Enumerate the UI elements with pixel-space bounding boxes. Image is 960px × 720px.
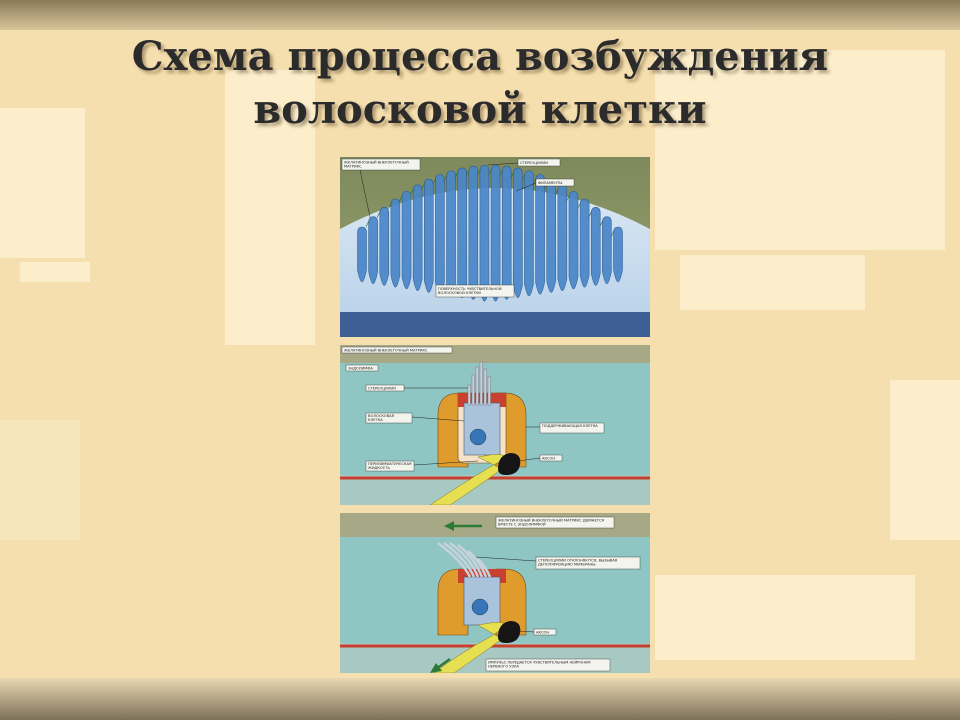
stereocilium xyxy=(513,167,523,298)
filament xyxy=(577,202,581,210)
label-stereocilia-callout: СТЕРЕОЦИЛИИ xyxy=(487,158,561,167)
axon-terminal xyxy=(498,621,521,643)
bg-patch xyxy=(655,50,945,250)
title-line-2: волосковой клетки xyxy=(253,86,707,133)
title-line-1: Схема процесса возбуждения xyxy=(131,33,829,80)
filament xyxy=(410,188,414,195)
filament xyxy=(421,183,426,190)
filament xyxy=(499,169,503,177)
stereocilium xyxy=(602,216,612,285)
filament xyxy=(432,178,437,185)
filament xyxy=(454,171,459,179)
stereocilium xyxy=(501,165,512,300)
stereocilia-cluster xyxy=(357,164,623,302)
stereocilium xyxy=(557,184,568,291)
slide-title: Схема процесса возбуждения волосковой кл… xyxy=(0,30,960,136)
bg-patch xyxy=(0,420,80,540)
stereocilium xyxy=(401,191,412,290)
diagram-panel-hair-cell-resting: ЖЕЛАТИНОЗНЫЙ ВНЕКЛЕТОЧНЫЙ МАТРИКС ЭНДОЛИ… xyxy=(340,345,650,505)
filament xyxy=(521,174,526,181)
stereocilium xyxy=(446,170,456,297)
filament xyxy=(387,202,392,210)
stereocilium xyxy=(412,184,423,291)
label-matrix: ЖЕЛАТИНОЗНЫЙ ВНЕКЛЕТОЧНЫЙ МАТРИКС xyxy=(344,348,428,353)
bottom-bar xyxy=(0,678,960,720)
bg-patch xyxy=(225,70,315,345)
impulse-arrow xyxy=(430,657,451,673)
label-matrix-moves: ЖЕЛАТИНОЗНЫЙ ВНЕКЛЕТОЧНЫЙ МАТРИКС ДВИЖЕТ… xyxy=(498,518,604,527)
stereocilium xyxy=(468,165,479,300)
stereocilium xyxy=(535,174,545,295)
stereocilium xyxy=(457,167,467,298)
label-axon: АКСОН xyxy=(536,631,549,635)
stereocilium xyxy=(435,174,445,295)
stereocilium xyxy=(423,178,434,293)
label-impulse: ИМПУЛЬС ПЕРЕДАЕТСЯ ЧУВСТВИТЕЛЬНЫМ НЕЙРОН… xyxy=(488,660,590,669)
filament xyxy=(588,211,593,218)
filament xyxy=(465,169,470,177)
filament xyxy=(399,195,403,202)
filament xyxy=(365,220,370,227)
cell-base xyxy=(340,312,650,337)
stereocilium xyxy=(568,191,579,290)
stereocilia-bundle-deflected xyxy=(437,541,492,578)
stereocilium xyxy=(390,198,401,288)
filament xyxy=(477,168,481,176)
bg-patch xyxy=(655,575,915,660)
stereocilium xyxy=(524,170,534,297)
filament xyxy=(488,168,492,176)
label-filaments-callout: ФИЛАМЕНТЫ xyxy=(515,178,575,192)
filament xyxy=(566,195,570,202)
label-filaments: ФИЛАМЕНТЫ xyxy=(538,181,562,185)
afferent-nerve xyxy=(429,454,509,505)
stereocilium xyxy=(368,216,378,285)
filament xyxy=(532,178,537,185)
diagram-panel-hair-cell-excited: ЖЕЛАТИНОЗНЫЙ ВНЕКЛЕТОЧНЫЙ МАТРИКС ДВИЖЕТ… xyxy=(340,513,650,673)
label-support-cell: ПОДДЕРЖИВАЮЩАЯ КЛЕТКА xyxy=(542,424,598,428)
label-axon: АКСОН xyxy=(542,457,555,461)
bg-patch xyxy=(890,380,960,540)
bg-patch xyxy=(0,108,85,258)
stereocilium xyxy=(479,164,490,302)
panel3-labels: ЖЕЛАТИНОЗНЫЙ ВНЕКЛЕТОЧНЫЙ МАТРИКС ДВИЖЕТ… xyxy=(475,516,641,672)
filament xyxy=(554,188,559,195)
stereocilium xyxy=(613,226,623,283)
hair-cell-nucleus xyxy=(471,598,489,616)
stereocilium xyxy=(379,207,390,286)
label-stereocilia: СТЕРЕОЦИЛИИ xyxy=(520,161,548,165)
stereocilium xyxy=(490,164,501,302)
filament xyxy=(510,171,515,179)
label-endolymph: ЭНДОЛИМФА xyxy=(348,367,373,371)
stereocilium xyxy=(546,178,557,293)
stereocilium xyxy=(579,198,590,288)
panel2-labels: ЖЕЛАТИНОЗНЫЙ ВНЕКЛЕТОЧНЫЙ МАТРИКС ЭНДОЛИ… xyxy=(341,346,605,472)
axon-terminal xyxy=(498,453,521,475)
filament xyxy=(376,211,381,218)
perilymph-base xyxy=(340,475,650,505)
label-stereocilia: СТЕРЕОЦИЛИИ xyxy=(368,387,396,391)
filament xyxy=(610,230,615,238)
hair-cell-body xyxy=(463,402,501,456)
stereocilium xyxy=(357,226,367,283)
hair-cell-nucleus xyxy=(469,428,487,446)
bg-patch xyxy=(20,262,90,282)
bg-patch xyxy=(680,255,865,310)
movement-arrow xyxy=(444,521,482,531)
stereocilia-bundle xyxy=(467,361,491,406)
top-bar xyxy=(0,0,960,30)
stereocilium xyxy=(590,207,601,286)
filament xyxy=(599,220,604,227)
afferent-nerve xyxy=(433,622,509,673)
filament xyxy=(443,174,448,181)
